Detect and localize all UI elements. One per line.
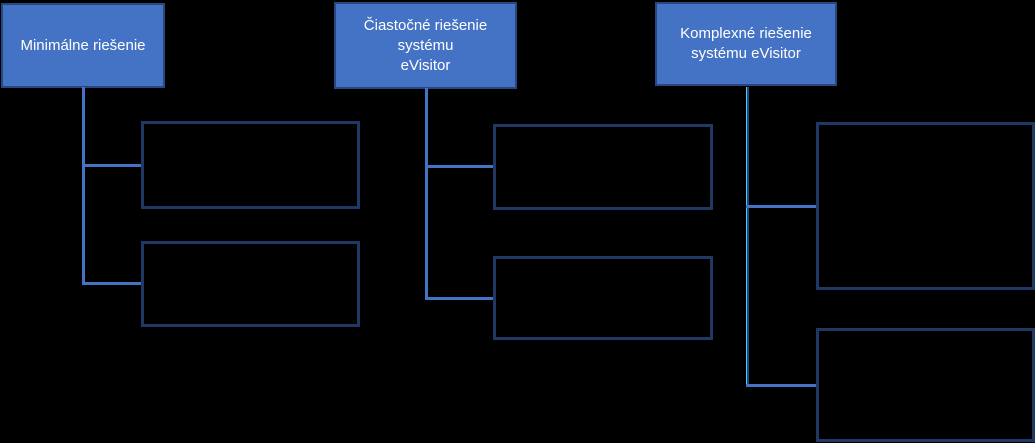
child-box-minimal-1[interactable] [141,121,360,209]
header-node-title-line: Čiastočné riešenie systému [363,16,488,54]
connector-branch-minimal-2 [82,282,142,285]
connector-branch-complex-2 [746,384,817,387]
header-node-complex-solution[interactable]: Komplexné riešenie systému eVisitor [655,2,837,86]
child-box-complex-1[interactable] [816,122,1035,290]
header-node-title-line: Minimálne riešenie [20,36,146,54]
header-node-title-line: eVisitor [400,56,451,74]
child-box-partial-1[interactable] [493,124,713,210]
connector-trunk-complex-highlighted [746,87,749,387]
connector-branch-complex-1 [746,205,817,208]
header-node-title-line: systému eVisitor [691,45,801,62]
connector-branch-partial-1 [425,165,494,168]
child-box-complex-2[interactable] [816,328,1035,442]
child-box-minimal-2[interactable] [141,241,360,327]
child-box-partial-2[interactable] [493,256,713,340]
connector-branch-partial-2 [425,297,494,300]
header-node-minimal-solution[interactable]: Minimálne riešenie [1,3,165,88]
header-node-title-line: Komplexné riešenie [680,25,812,42]
connector-trunk-partial [425,88,428,300]
connector-branch-minimal-1 [82,164,142,167]
connector-trunk-minimal [82,87,85,285]
header-node-partial-solution[interactable]: Čiastočné riešenie systému eVisitor [334,2,517,89]
